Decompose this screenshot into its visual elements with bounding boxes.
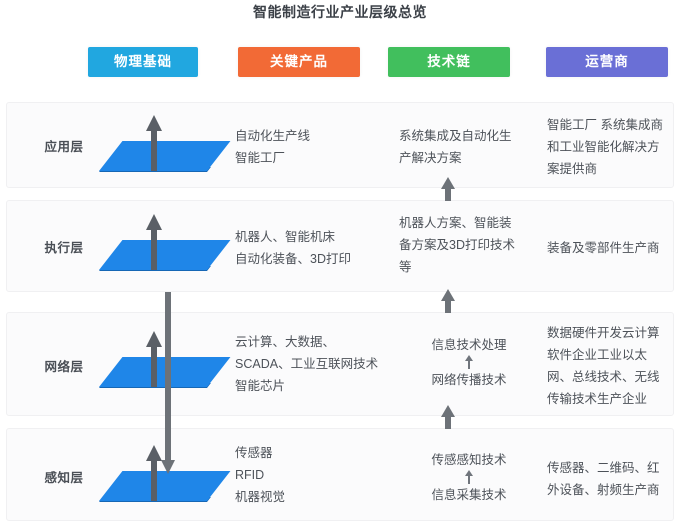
operators-cell-perception: 传感器、二维码、红 外设备、射频生产商 [547, 457, 680, 501]
arrow-up-icon [146, 331, 162, 387]
products-cell-application: 自动化生产线 智能工厂 [235, 125, 387, 169]
product-line: 云计算、大数据、 [235, 335, 336, 349]
layer-label-execution: 执行层 [44, 241, 84, 255]
tech-cell-application: 系统集成及自动化生 产解决方案 [399, 125, 539, 169]
operators-cell-network: 数据硬件开发云计算 软件企业工业以太 网、总线技术、无线 传输技术生产企业 [547, 322, 680, 410]
operators-cell-execution: 装备及零部件生产商 [547, 237, 680, 259]
tech-line-lower: 网络传播技术 [431, 373, 507, 387]
product-line: 自动化装备、3D打印 [235, 252, 351, 266]
platter-perception [99, 445, 231, 507]
arrow-up-small-icon [464, 355, 474, 369]
operator-line: 数据硬件开发云计算 [547, 326, 660, 340]
products-cell-network: 云计算、大数据、 SCADA、工业互联网技术 智能芯片 [235, 331, 405, 397]
operators-cell-application: 智能工厂 系统集成商 和工业智能化解决方 案提供商 [547, 114, 680, 180]
operator-line: 网、总线技术、无线 [547, 370, 660, 384]
connector-arrow-up-execution-to-application [441, 177, 455, 201]
products-cell-perception: 传感器 RFID 机器视觉 [235, 442, 387, 508]
tech-line-lower: 信息采集技术 [431, 488, 507, 502]
platter-network [99, 331, 231, 393]
column-header-operators[interactable]: 运营商 [546, 47, 668, 77]
operator-line: 传感器、二维码、红 [547, 461, 660, 475]
connector-arrow-up-network-to-execution [441, 289, 455, 313]
layer-row-perception[interactable]: 感知层 传感器 RFID 机器视觉 传感感知技术 信息采集技术 传感器、二维码、… [6, 428, 674, 521]
layer-row-application[interactable]: 应用层 自动化生产线 智能工厂 系统集成及自动化生 产解决方案 智能工厂 系统集… [6, 102, 674, 188]
tech-line: 等 [399, 260, 412, 274]
tech-line-upper: 传感感知技术 [431, 453, 507, 467]
tech-line: 备方案及3D打印技术 [399, 238, 515, 252]
arrow-up-small-icon [464, 470, 474, 484]
product-line: RFID [235, 468, 265, 482]
product-line: 机器视觉 [235, 490, 286, 504]
layer-row-execution[interactable]: 执行层 机器人、智能机床 自动化装备、3D打印 机器人方案、智能装 备方案及3D… [6, 200, 674, 292]
platter-application [99, 115, 231, 177]
tech-line-upper: 信息技术处理 [431, 338, 507, 352]
tech-cell-execution: 机器人方案、智能装 备方案及3D打印技术 等 [399, 212, 539, 278]
arrow-up-icon [146, 115, 162, 171]
product-line: 传感器 [235, 446, 273, 460]
operator-line: 和工业智能化解决方 [547, 140, 660, 154]
layer-row-network[interactable]: 网络层 云计算、大数据、 SCADA、工业互联网技术 智能芯片 信息技术处理 网… [6, 312, 674, 416]
tech-cell-network: 信息技术处理 网络传播技术 [405, 334, 533, 391]
tech-line: 机器人方案、智能装 [399, 216, 512, 230]
products-cell-execution: 机器人、智能机床 自动化装备、3D打印 [235, 226, 387, 270]
operator-line: 软件企业工业以太 [547, 348, 648, 362]
column-header-bar: 物理基础 关键产品 技术链 运营商 [0, 47, 680, 81]
tech-line: 系统集成及自动化生 [399, 129, 512, 143]
product-line: 机器人、智能机床 [235, 230, 336, 244]
operator-line: 装备及零部件生产商 [547, 241, 660, 255]
product-line: SCADA、工业互联网技术 [235, 357, 379, 371]
product-line: 智能芯片 [235, 379, 286, 393]
arrow-up-icon [146, 445, 162, 501]
product-line: 智能工厂 [235, 151, 286, 165]
operator-line: 外设备、射频生产商 [547, 483, 660, 497]
platter-execution [99, 214, 231, 276]
tech-line: 产解决方案 [399, 151, 462, 165]
column-header-physical-base[interactable]: 物理基础 [88, 47, 198, 77]
arrow-up-icon [146, 214, 162, 270]
connector-arrow-up-perception-to-network [441, 405, 455, 429]
tech-cell-perception: 传感感知技术 信息采集技术 [405, 449, 533, 506]
layer-label-application: 应用层 [44, 140, 84, 154]
column-header-key-products[interactable]: 关键产品 [238, 47, 360, 77]
layer-label-network: 网络层 [44, 360, 84, 374]
page-title: 智能制造行业产业层级总览 [253, 4, 427, 20]
operator-line: 案提供商 [547, 162, 598, 176]
operator-line: 智能工厂 系统集成商 [547, 118, 663, 132]
arrow-down-icon-execution-to-perception [161, 292, 175, 474]
layer-label-perception: 感知层 [44, 471, 84, 485]
operator-line: 传输技术生产企业 [547, 392, 648, 406]
column-header-technology-chain[interactable]: 技术链 [388, 47, 510, 77]
product-line: 自动化生产线 [235, 129, 311, 143]
